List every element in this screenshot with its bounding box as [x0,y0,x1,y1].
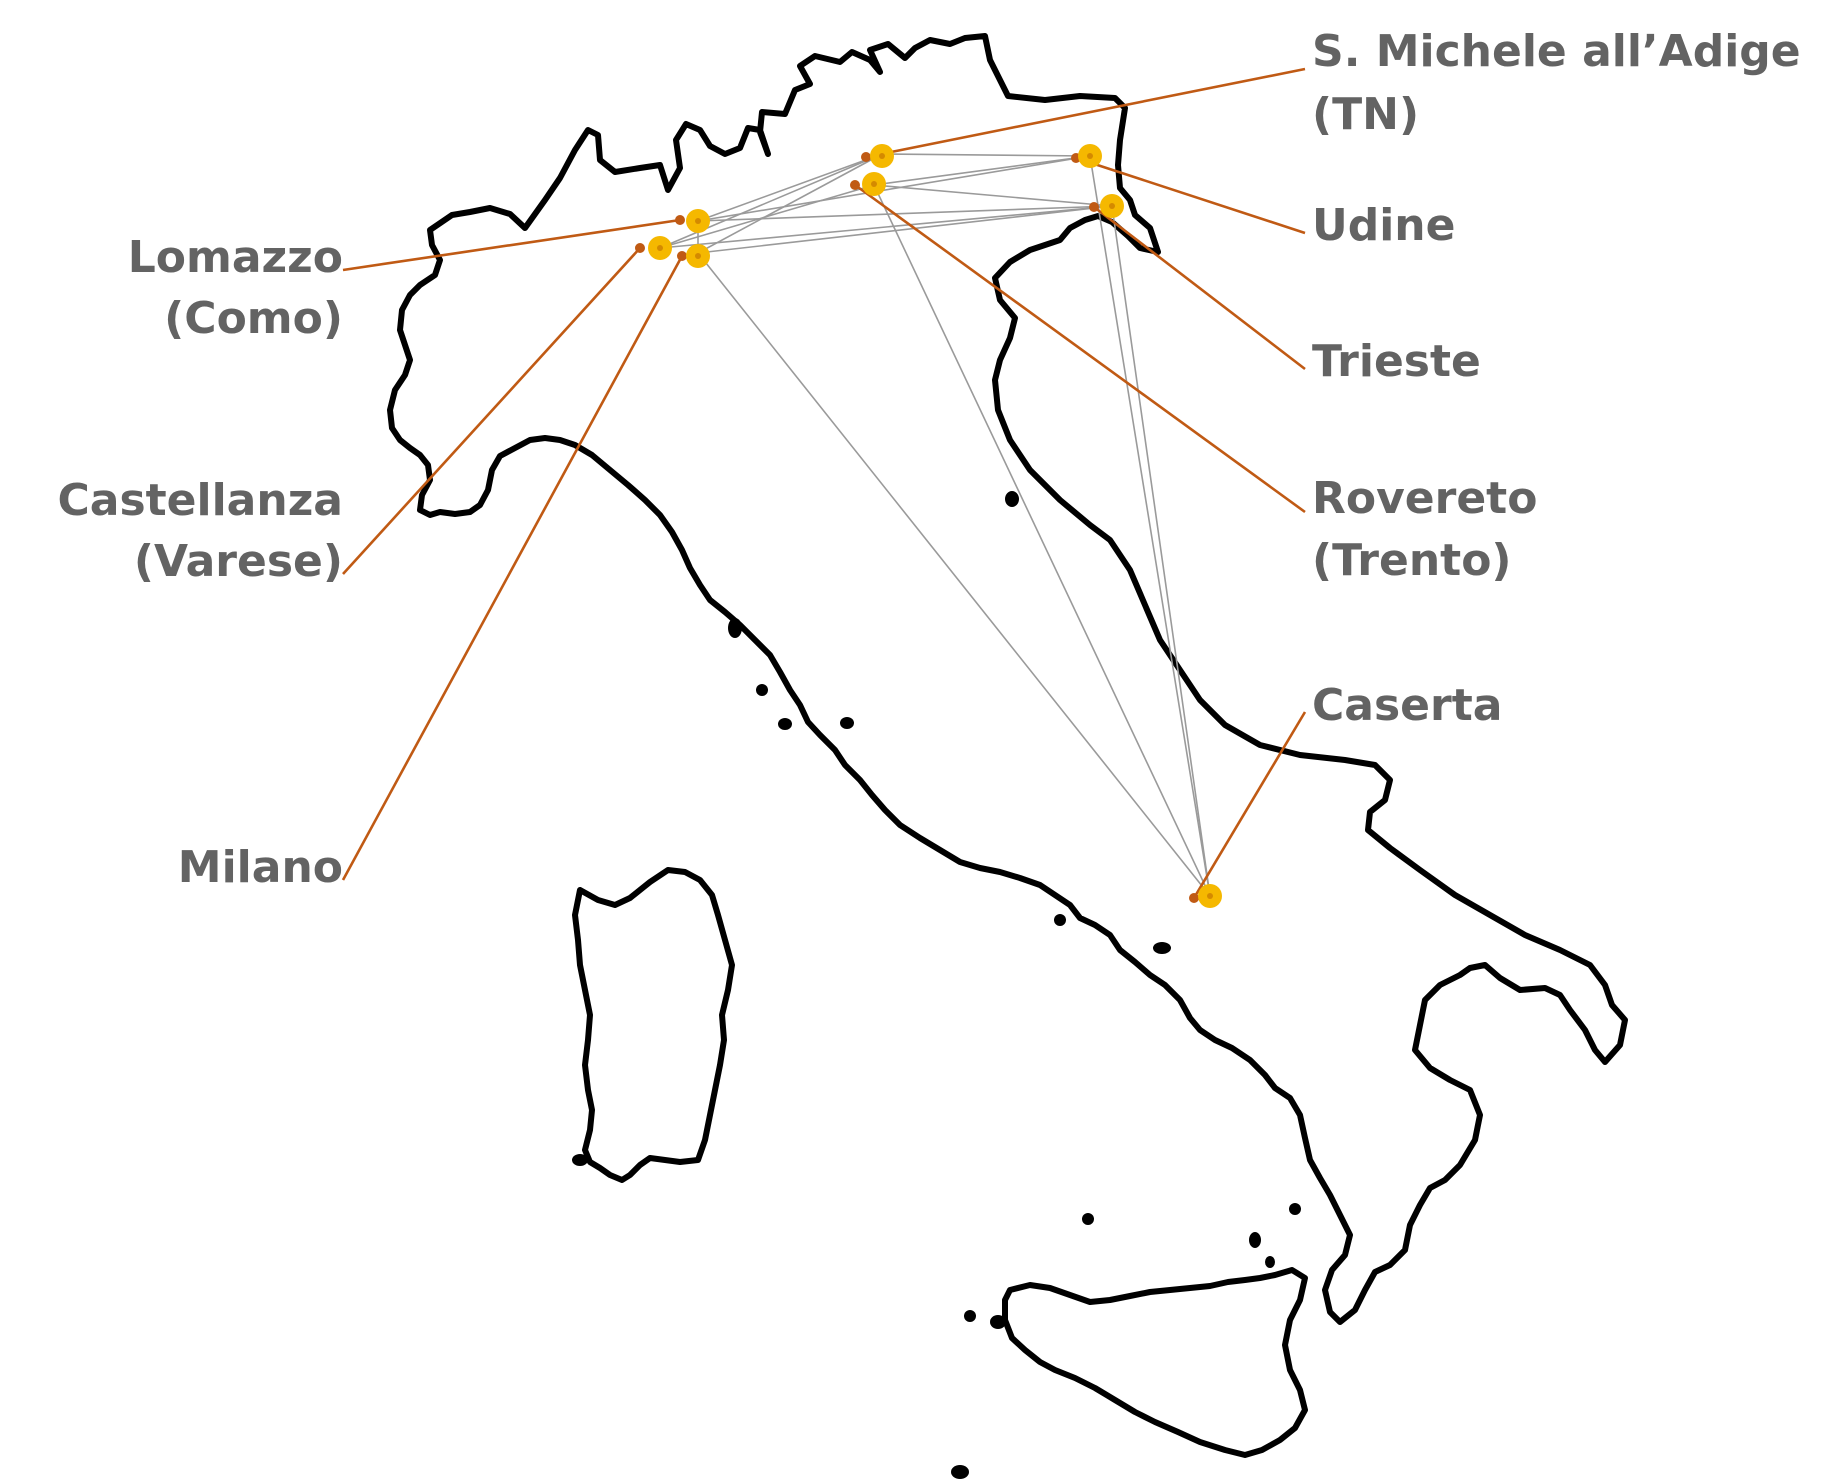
label-san-michele-sub: (TN) [1312,89,1419,140]
italy-mainland-outline [387,33,1628,1325]
city-marker-trieste [1100,194,1124,218]
label-san-michele: S. Michele all’Adige [1312,26,1801,77]
label-castellanza-sub: (Varese) [134,536,343,587]
city-marker-udine [1078,144,1102,168]
label-lomazzo-sub: (Como) [164,293,343,344]
sicily-outline [1002,1267,1308,1458]
city-marker-rovereto [862,172,886,196]
city-marker-san-michele [870,144,894,168]
label-caserta: Caserta [1312,680,1502,731]
city-labels: Lomazzo (Como) Castellanza (Varese) Mila… [57,26,1800,893]
label-rovereto: Rovereto [1312,473,1537,524]
city-marker-milano [686,244,710,268]
label-milano: Milano [178,842,343,893]
city-markers [648,144,1222,908]
sardinia-outline [572,867,735,1183]
label-udine: Udine [1312,200,1455,251]
label-trieste: Trieste [1312,336,1481,387]
city-marker-caserta [1198,884,1222,908]
label-castellanza: Castellanza [57,475,343,526]
leader-lines [341,67,1307,903]
city-marker-castellanza [648,236,672,260]
minor-islands [572,491,1301,1479]
label-lomazzo: Lomazzo [128,232,343,283]
network-lines [659,153,1211,897]
label-rovereto-sub: (Trento) [1312,535,1512,586]
city-marker-lomazzo [686,209,710,233]
